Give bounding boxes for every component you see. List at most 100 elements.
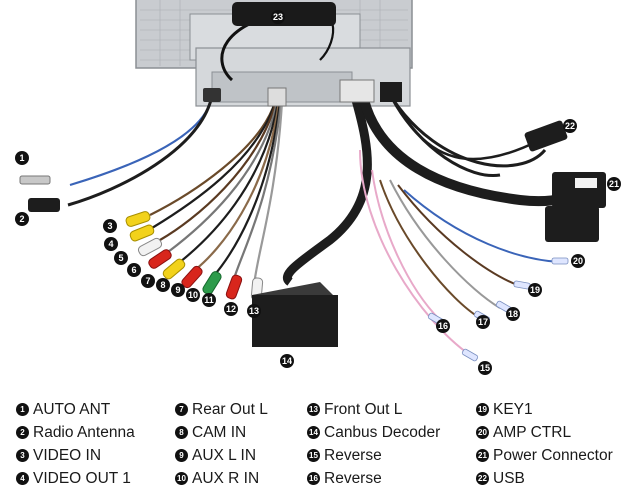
callout-20: 20 xyxy=(571,254,585,268)
svg-text:7: 7 xyxy=(145,276,150,286)
svg-text:2: 2 xyxy=(19,214,24,224)
legend-number: 4 xyxy=(16,472,29,485)
legend-item: 22 USB xyxy=(476,467,613,490)
svg-text:22: 22 xyxy=(565,121,575,131)
legend-label: VIDEO OUT 1 xyxy=(33,469,131,487)
legend-number: 16 xyxy=(307,472,320,485)
svg-text:6: 6 xyxy=(131,265,136,275)
rca-bundle xyxy=(149,101,284,286)
svg-text:17: 17 xyxy=(478,317,488,327)
legend-number: 10 xyxy=(175,472,188,485)
legend-number: 8 xyxy=(175,426,188,439)
wiring-diagram: 1 2 3 4 5 6 7 8 9 10 11 12 13 14 15 16 1… xyxy=(15,0,621,375)
callout-8: 8 xyxy=(156,278,170,292)
legend-number: 1 xyxy=(16,403,29,416)
legend-number: 7 xyxy=(175,403,188,416)
legend-number: 15 xyxy=(307,449,320,462)
legend-label: KEY1 xyxy=(493,400,533,418)
wire-terminals xyxy=(427,257,569,362)
legend-item: 9 AUX L IN xyxy=(175,444,268,467)
svg-text:4: 4 xyxy=(108,239,113,249)
auto-ant-connector xyxy=(19,175,51,185)
callout-5: 5 xyxy=(114,251,128,265)
callout-6: 6 xyxy=(127,263,141,277)
svg-text:16: 16 xyxy=(438,321,448,331)
svg-text:3: 3 xyxy=(107,221,112,231)
legend-item: 7 Rear Out L xyxy=(175,398,268,421)
callout-17: 17 xyxy=(476,315,490,329)
svg-text:11: 11 xyxy=(204,295,214,305)
legend-item: 16 Reverse xyxy=(307,467,440,490)
legend-item: 2 Radio Antenna xyxy=(16,421,135,444)
legend-number: 9 xyxy=(175,449,188,462)
legend-label: CAM IN xyxy=(192,423,247,441)
callout-18: 18 xyxy=(506,307,520,321)
antenna-plug xyxy=(203,88,221,102)
callout-13: 13 xyxy=(247,304,261,318)
rca-plugs xyxy=(125,211,264,301)
legend-label: AUX R IN xyxy=(192,469,260,487)
callout-22: 22 xyxy=(563,119,577,133)
callout-9: 9 xyxy=(171,283,185,297)
legend-item: 19 KEY1 xyxy=(476,398,613,421)
svg-text:8: 8 xyxy=(160,280,165,290)
callout-23: 23 xyxy=(271,10,285,24)
legend-number: 19 xyxy=(476,403,489,416)
callout-11: 11 xyxy=(202,293,216,307)
legend-item: 1 AUTO ANT xyxy=(16,398,135,421)
legend-item: 20 AMP CTRL xyxy=(476,421,613,444)
usb-connector xyxy=(524,120,568,152)
callout-7: 7 xyxy=(141,274,155,288)
callout-19: 19 xyxy=(528,283,542,297)
legend-number: 2 xyxy=(16,426,29,439)
legend-label: AMP CTRL xyxy=(493,423,572,441)
legend-number: 22 xyxy=(476,472,489,485)
legend-label: USB xyxy=(493,469,525,487)
legend-label: Reverse xyxy=(324,469,382,487)
legend-number: 21 xyxy=(476,449,489,462)
legend-item: 8 CAM IN xyxy=(175,421,268,444)
main-harness xyxy=(283,97,577,356)
svg-text:19: 19 xyxy=(530,285,540,295)
callout-2: 2 xyxy=(15,212,29,226)
callout-12: 12 xyxy=(224,302,238,316)
callout-15: 15 xyxy=(478,361,492,375)
callout-16: 16 xyxy=(436,319,450,333)
legend-item: 15 Reverse xyxy=(307,444,440,467)
legend-number: 14 xyxy=(307,426,320,439)
legend-label: Canbus Decoder xyxy=(324,423,441,441)
legend-column-4: 19 KEY1 20 AMP CTRL 21 Power Connector 22 US… xyxy=(476,398,613,490)
svg-text:12: 12 xyxy=(226,304,236,314)
legend-label: Front Out L xyxy=(324,400,403,418)
svg-text:21: 21 xyxy=(609,179,619,189)
legend-label: AUTO ANT xyxy=(33,400,111,418)
legend-label: AUX L IN xyxy=(192,446,257,464)
legend-label: Power Connector xyxy=(493,446,613,464)
svg-text:15: 15 xyxy=(480,363,490,373)
power-connector xyxy=(545,172,606,242)
svg-text:5: 5 xyxy=(118,253,123,263)
callout-14: 14 xyxy=(280,354,294,368)
legend-label: Reverse xyxy=(324,446,382,464)
radio-antenna-connector xyxy=(28,198,60,212)
callout-3: 3 xyxy=(103,219,117,233)
callout-21: 21 xyxy=(607,177,621,191)
callout-10: 10 xyxy=(186,288,200,302)
legend-item: 21 Power Connector xyxy=(476,444,613,467)
legend-number: 3 xyxy=(16,449,29,462)
legend-label: Rear Out L xyxy=(192,400,268,418)
svg-text:14: 14 xyxy=(282,356,292,366)
canbus-decoder xyxy=(252,282,338,347)
callout-1: 1 xyxy=(15,151,29,165)
svg-text:23: 23 xyxy=(273,12,283,22)
legend-number: 20 xyxy=(476,426,489,439)
svg-text:20: 20 xyxy=(573,256,583,266)
legend-item: 14 Canbus Decoder xyxy=(307,421,440,444)
svg-text:10: 10 xyxy=(188,290,198,300)
legend-column-2: 7 Rear Out L 8 CAM IN 9 AUX L IN 10 AUX R IN xyxy=(175,398,268,490)
svg-text:18: 18 xyxy=(508,309,518,319)
legend-label: Radio Antenna xyxy=(33,423,135,441)
